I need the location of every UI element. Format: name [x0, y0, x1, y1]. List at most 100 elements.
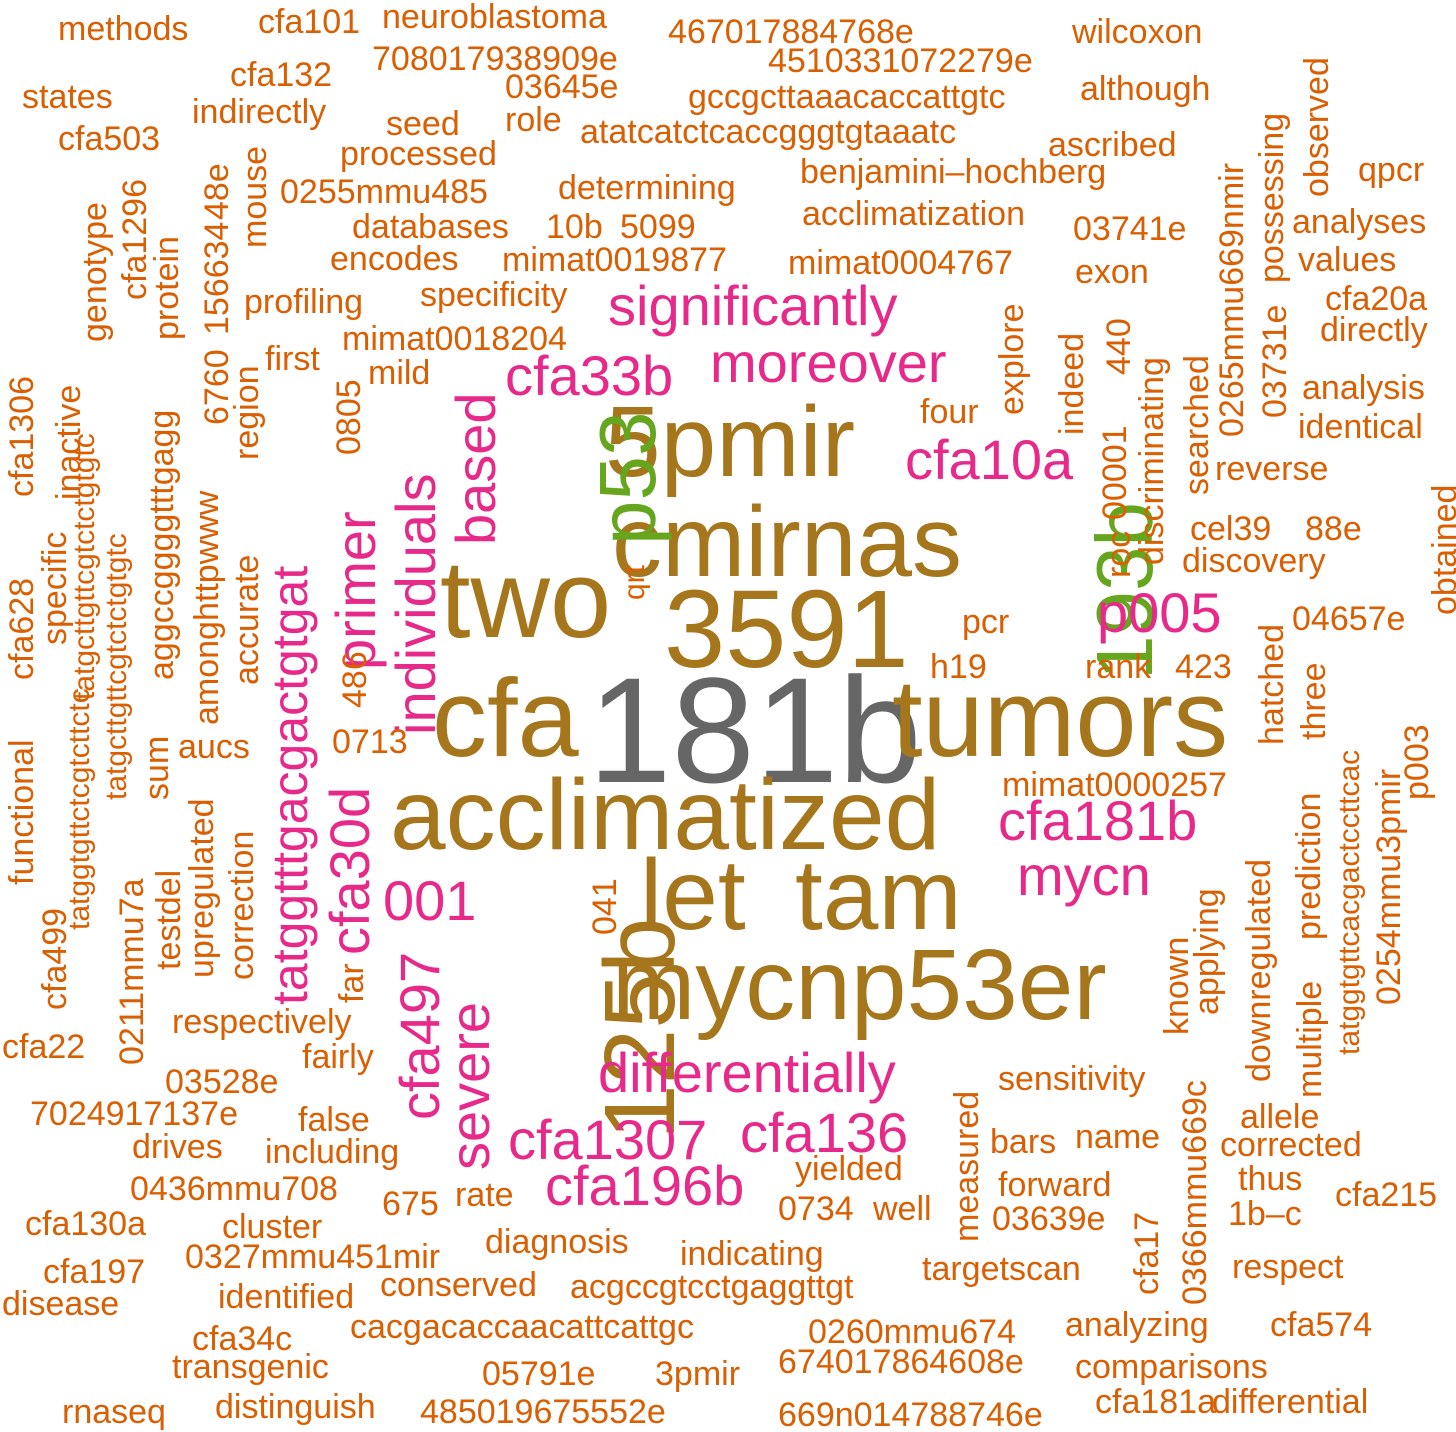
word: wilcoxon	[1072, 13, 1203, 51]
word: rnaseq	[62, 1393, 166, 1431]
word: acclimatization	[802, 195, 1025, 233]
word: differentially	[598, 1041, 896, 1104]
word: although	[1080, 70, 1211, 108]
word: analyzing	[1065, 1306, 1209, 1344]
word: cel39	[1190, 510, 1272, 548]
word: cfa30d	[318, 786, 381, 955]
word: significantly	[608, 274, 898, 337]
word: discovery	[1182, 542, 1326, 580]
word: gccgcttaaacaccattgtc	[688, 78, 1006, 116]
word: observed	[1298, 57, 1336, 197]
word: determining	[558, 169, 736, 207]
word: targetscan	[922, 1250, 1081, 1288]
word: first	[265, 340, 320, 378]
word: three	[1295, 662, 1333, 741]
word: multiple	[1291, 980, 1329, 1098]
word: yielded	[795, 1150, 903, 1188]
word: severe	[438, 1001, 501, 1170]
word: acgccgtcctgaggttgt	[570, 1268, 854, 1306]
word: 0805	[330, 379, 368, 455]
word: discriminating	[1133, 357, 1171, 565]
word: 0366mmu669c	[1176, 1080, 1214, 1305]
word: 88e	[1305, 510, 1362, 548]
word: correction	[223, 830, 261, 980]
word: pcr	[962, 603, 1010, 641]
word: cfa17	[1128, 1211, 1166, 1295]
word: methods	[58, 10, 189, 48]
word: aggccggggtttgagg	[143, 409, 181, 680]
word: specific	[36, 531, 74, 645]
word: based	[444, 392, 507, 545]
word: 3591	[664, 568, 909, 691]
word: specificity	[420, 276, 568, 314]
word: 181b	[588, 646, 922, 814]
word: 423	[1175, 648, 1232, 686]
word: 03731e	[1256, 304, 1294, 418]
word: analyses	[1292, 203, 1427, 241]
word: neuroblastoma	[382, 0, 607, 36]
word: cluster	[222, 1208, 323, 1246]
word: moreover	[710, 331, 947, 394]
word: mimat0018204	[342, 320, 567, 358]
word: 03639e	[992, 1200, 1106, 1238]
word: obtained	[1426, 484, 1456, 615]
word: 5099	[620, 208, 696, 246]
word: exon	[1075, 253, 1149, 291]
word: accurate	[228, 554, 266, 685]
word: analysis	[1302, 369, 1425, 407]
word: indirectly	[192, 93, 327, 131]
word: acclimatized	[390, 759, 941, 871]
word: 0327mmu451mir	[185, 1238, 441, 1276]
word: cfa196b	[545, 1154, 745, 1217]
word: ascribed	[1048, 126, 1177, 164]
word: cfa1296	[116, 179, 154, 300]
word: 0734	[778, 1190, 854, 1228]
word: 04657e	[1292, 600, 1406, 638]
word: 0713	[332, 723, 408, 761]
word: 10b	[546, 208, 603, 246]
word: transgenic	[172, 1348, 329, 1386]
word: bars	[990, 1123, 1057, 1161]
word: cfa136	[740, 1101, 909, 1164]
word: cfa10a	[905, 428, 1074, 491]
word: processed	[340, 135, 497, 173]
word: distinguish	[215, 1388, 376, 1426]
word: comparisons	[1075, 1348, 1268, 1386]
word: cfa628	[3, 577, 41, 680]
word: downregulated	[1240, 858, 1278, 1082]
word: explore	[993, 303, 1031, 415]
word: respect	[1232, 1248, 1344, 1286]
word: databases	[352, 208, 509, 246]
word: functional	[3, 739, 41, 885]
word: 4510331072279e	[768, 42, 1033, 80]
word: cfa215	[1335, 1176, 1438, 1214]
word: diagnosis	[485, 1223, 629, 1261]
word: 03528e	[165, 1063, 279, 1101]
word: cacgacaccaacattcattgc	[350, 1308, 694, 1346]
word: mycnp53er	[612, 929, 1107, 1041]
word: cmirnas	[612, 486, 963, 598]
word: amonghttpwww	[188, 490, 226, 725]
word: mild	[368, 354, 431, 392]
word: differential	[1212, 1383, 1369, 1421]
word: 05791e	[482, 1355, 596, 1393]
word: four	[920, 393, 979, 431]
word: testdel	[150, 869, 188, 970]
word: identical	[1298, 408, 1423, 446]
word: two	[440, 538, 612, 661]
word: cfa101	[258, 3, 361, 41]
word: including	[265, 1133, 400, 1171]
word: cfa130a	[25, 1205, 146, 1243]
word: 440	[1100, 318, 1138, 375]
word: name	[1075, 1118, 1161, 1156]
word: measured	[948, 1090, 986, 1242]
word: 03645e	[505, 68, 619, 106]
word: conserved	[380, 1266, 537, 1304]
word: cfa181a	[1095, 1383, 1216, 1421]
word: hatched	[1253, 624, 1291, 745]
word: prediction	[1290, 792, 1328, 940]
word: benjamini–hochberg	[800, 153, 1107, 191]
word: qpcr	[1358, 151, 1425, 189]
word: corrected	[1220, 1126, 1362, 1164]
